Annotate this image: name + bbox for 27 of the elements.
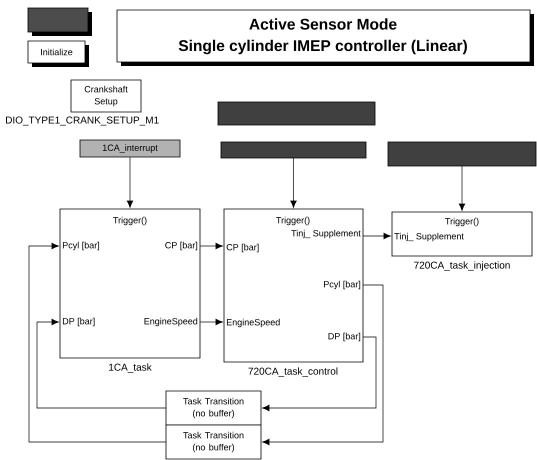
task-block: Trigger() Tinj_ Supplement CP [bar] Pcyl [bar] EngineSpeed DP [bar] [224, 208, 364, 362]
transition-box: Task Transition (no buffer) [166, 424, 262, 460]
block-caption: 720CA_task_injection [414, 261, 510, 271]
title-box: Active Sensor Mode Single cylinder IMEP controller (Linear) [116, 10, 534, 66]
arrow [458, 166, 466, 211]
arrow [200, 242, 223, 250]
button-box: Initialize [28, 40, 89, 67]
arrow [262, 336, 376, 412]
dark-block [220, 142, 366, 158]
task-block: Trigger() Tinj_ Supplement [392, 212, 532, 256]
arrow [200, 318, 223, 326]
block-caption: 1CA_task [109, 363, 152, 373]
block-caption: DIO_TYPE1_CRANK_SETUP_M1 [6, 116, 159, 126]
arrow [36, 318, 166, 408]
dark-block [218, 102, 376, 126]
setup-box: Crankshaft Setup [70, 80, 142, 112]
arrow [126, 157, 134, 208]
transition-box: Task Transition (no buffer) [166, 390, 262, 426]
arrow [363, 232, 391, 240]
block-caption: 720CA_task_control [248, 367, 338, 377]
interrupt-box: 1CA_interrupt [80, 140, 180, 158]
dark-block [28, 8, 92, 36]
arrow [262, 284, 384, 446]
arrow [28, 242, 166, 442]
dark-block [388, 142, 536, 166]
task-block: Trigger() Pcyl [bar] CP [bar] DP [bar] EngineSpeed [60, 208, 200, 358]
arrow [290, 158, 297, 208]
